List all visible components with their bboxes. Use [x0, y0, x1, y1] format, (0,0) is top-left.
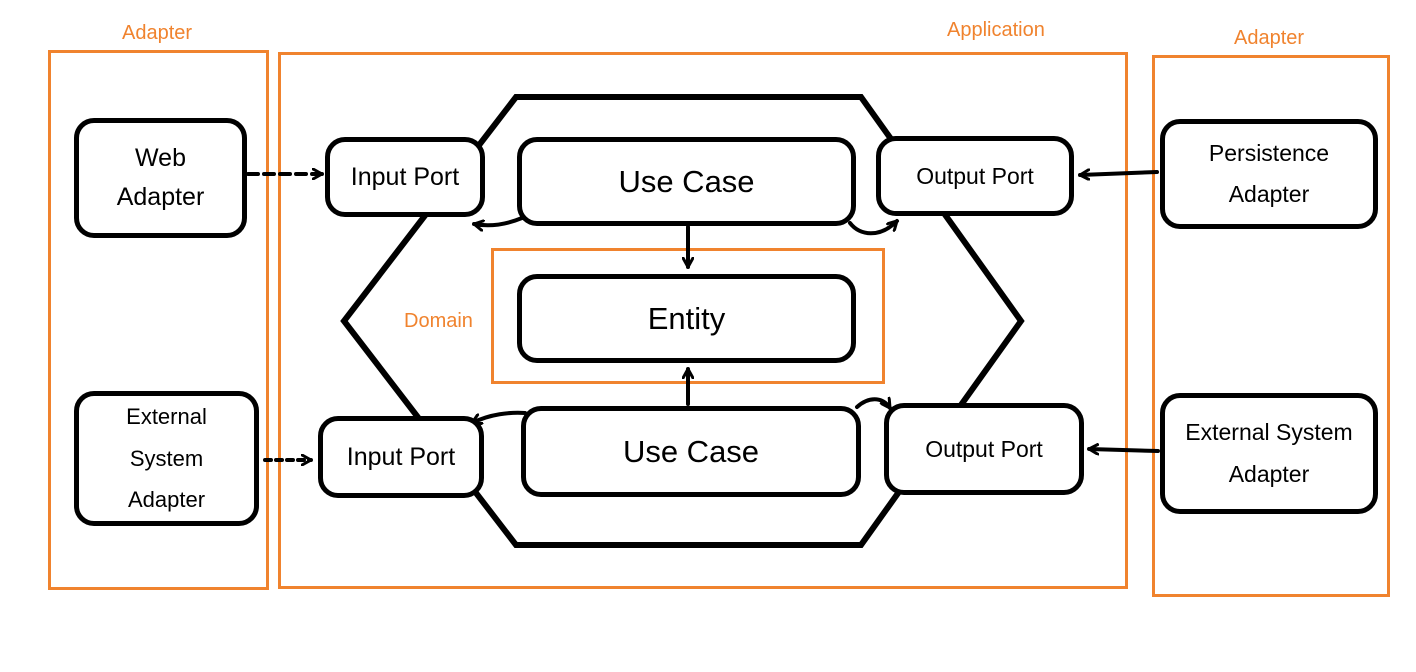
use-case-bottom-node: Use Case: [521, 406, 861, 497]
entity-label: Entity: [647, 300, 726, 336]
application-frame: [278, 52, 1128, 589]
output-port-top-node: Output Port: [876, 136, 1074, 216]
input-port-bottom-label: Input Port: [346, 442, 456, 471]
use-case-bottom-label: Use Case: [622, 433, 760, 469]
external-left-line2: System: [129, 445, 204, 471]
edge-usecase-bottom-to-output-bottom: [855, 399, 892, 410]
adapter-right-label: Adapter: [1234, 27, 1305, 49]
persistence-line1: Persistence: [1208, 139, 1330, 166]
external-system-adapter-left-node: External System Adapter: [74, 391, 259, 526]
hexagon: [340, 94, 1025, 548]
use-case-top-node: Use Case: [517, 137, 856, 226]
edge-usecase-bottom-to-input-bottom: [470, 410, 527, 425]
input-port-top-node: Input Port: [325, 137, 485, 217]
external-right-line2: Adapter: [1228, 460, 1310, 487]
external-left-line1: External: [126, 403, 207, 429]
entity-node: Entity: [517, 274, 856, 363]
application-label: Application: [947, 19, 1045, 41]
use-case-top-label: Use Case: [618, 163, 755, 199]
output-port-top-label: Output Port: [916, 162, 1034, 189]
external-left-line3: Adapter: [127, 487, 206, 513]
web-adapter-line1: Web: [135, 144, 186, 173]
web-adapter-line2: Adapter: [116, 183, 205, 211]
output-port-bottom-label: Output Port: [925, 435, 1043, 462]
external-system-adapter-right-node: External System Adapter: [1160, 393, 1378, 514]
input-port-top-label: Input Port: [350, 162, 460, 191]
adapter-left-label: Adapter: [122, 22, 193, 44]
domain-label: Domain: [404, 310, 473, 332]
web-adapter-node: Web Adapter: [74, 118, 247, 238]
persistence-adapter-node: Persistence Adapter: [1160, 119, 1378, 229]
persistence-line2: Adapter: [1228, 181, 1310, 207]
edge-external-right-to-output-bottom: [1087, 449, 1160, 451]
edge-usecase-top-to-output-top: [848, 219, 899, 236]
edge-persistence-to-output-top: [1078, 172, 1159, 175]
edge-usecase-top-to-input-top: [472, 216, 524, 225]
input-port-bottom-node: Input Port: [318, 416, 484, 498]
adapter-left-frame: [48, 50, 269, 590]
output-port-bottom-node: Output Port: [884, 403, 1084, 495]
adapter-right-frame: [1152, 55, 1390, 597]
external-right-line1: External System: [1185, 419, 1353, 446]
